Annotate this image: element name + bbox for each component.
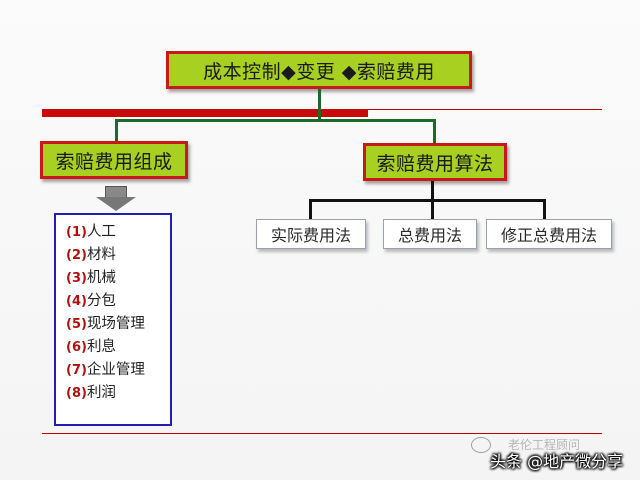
list-item-number: (1) (66, 225, 87, 240)
branch-node-composition: 索赔费用组成 (40, 141, 188, 179)
method-connector-right (543, 199, 546, 221)
list-item-text: 利润 (86, 385, 116, 401)
watermark-logo-icon (471, 437, 491, 453)
list-item: (6)利息 (66, 336, 170, 359)
method-connector-middle (431, 199, 434, 221)
bottom-divider-line (42, 433, 602, 434)
watermark-faded-text: 老伦工程顾问 (508, 438, 581, 452)
list-item-number: (6) (66, 340, 87, 355)
root-connector-vertical (318, 89, 321, 121)
composition-list: (1)人工 (2)材料 (3)机械 (4)分包 (5)现场管理 (6)利息 (7… (54, 213, 172, 426)
watermark-text: 头条 @地产微分享 (490, 452, 624, 471)
methods-connector-horizontal (309, 199, 546, 202)
right-branch-connector (433, 119, 436, 143)
method-connector-left (309, 199, 312, 221)
method-node-total-cost: 总费用法 (383, 219, 477, 249)
branch-connector-horizontal (116, 119, 436, 122)
branch-node-algorithm-label: 索赔费用算法 (376, 152, 494, 175)
method-node-label: 修正总费用法 (500, 226, 597, 245)
list-item-number: (7) (66, 363, 87, 378)
list-item-text: 机械 (86, 270, 116, 286)
root-node: 成本控制◆变更 ◆索赔费用 (166, 51, 472, 89)
list-item: (8)利润 (66, 382, 170, 405)
list-item: (1)人工 (66, 221, 170, 244)
list-item-number: (3) (66, 271, 87, 286)
branch-node-composition-label: 索赔费用组成 (55, 150, 173, 173)
list-item-text: 利息 (86, 339, 116, 355)
root-node-label: 成本控制◆变更 ◆索赔费用 (203, 60, 435, 83)
list-item-text: 企业管理 (86, 362, 145, 378)
red-accent-bar (42, 109, 368, 117)
method-node-actual-cost: 实际费用法 (256, 219, 366, 249)
algorithm-connector-vertical (431, 181, 434, 201)
list-item: (3)机械 (66, 267, 170, 290)
down-arrow-head-icon (96, 197, 136, 211)
list-item: (4)分包 (66, 290, 170, 313)
list-item-number: (4) (66, 294, 87, 309)
branch-node-algorithm: 索赔费用算法 (363, 143, 507, 181)
method-node-modified-total-cost: 修正总费用法 (486, 219, 612, 249)
list-item-text: 材料 (86, 247, 116, 263)
list-item: (2)材料 (66, 244, 170, 267)
list-item-number: (8) (66, 386, 87, 401)
list-item-number: (2) (66, 248, 87, 263)
left-branch-connector (115, 119, 118, 143)
list-item-text: 分包 (86, 293, 116, 309)
list-item: (5)现场管理 (66, 313, 170, 336)
list-item-number: (5) (66, 317, 87, 332)
method-node-label: 实际费用法 (270, 226, 351, 245)
down-arrow-icon (105, 186, 127, 198)
method-node-label: 总费用法 (397, 226, 462, 245)
list-item: (7)企业管理 (66, 359, 170, 382)
list-item-text: 现场管理 (86, 316, 145, 332)
list-item-text: 人工 (86, 224, 116, 240)
